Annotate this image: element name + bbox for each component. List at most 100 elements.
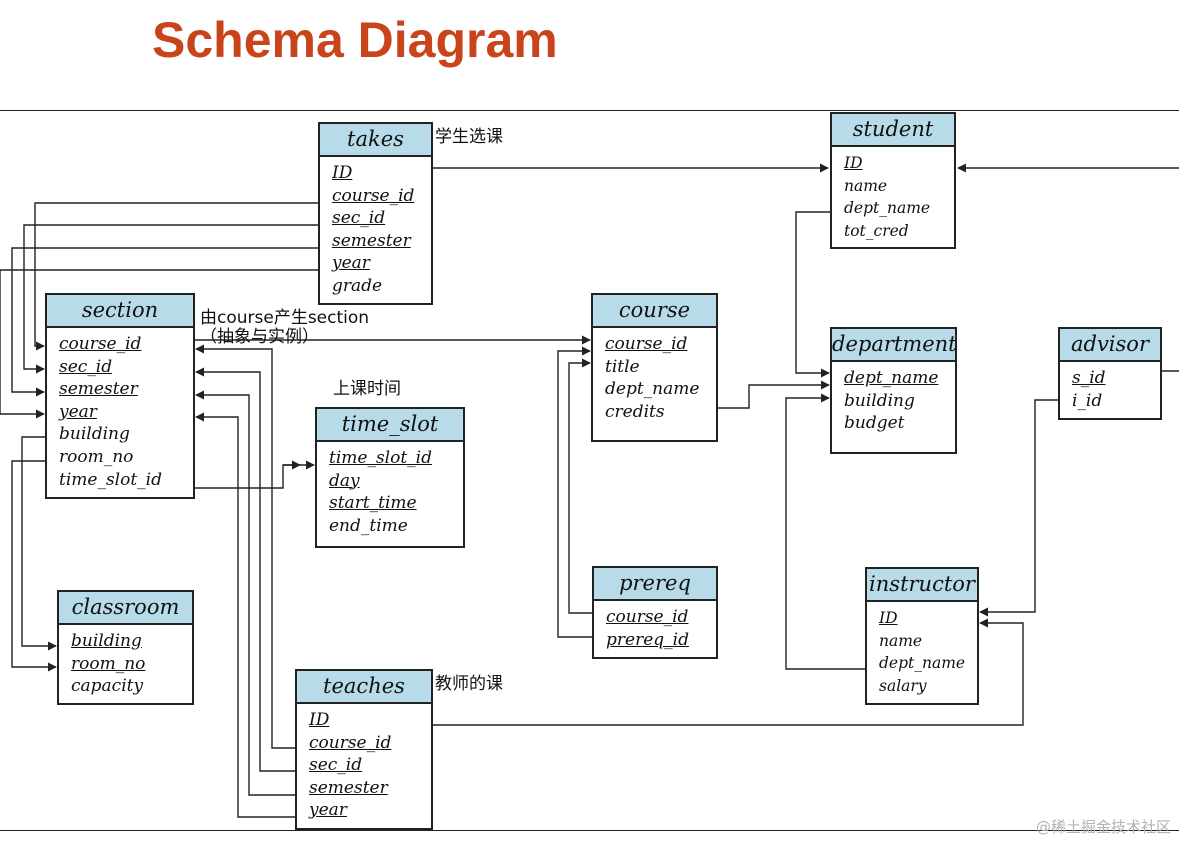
attribute-ID: ID: [332, 163, 353, 183]
table-teaches-header: teaches: [297, 671, 431, 704]
table-takes-header: takes: [320, 124, 431, 157]
fk-teaches-id-to-instructor: [432, 618, 1024, 726]
table-student-attrs: ID name dept_name tot_cred: [832, 147, 954, 242]
attribute-salary: salary: [879, 676, 927, 695]
attribute-course-id: course_id: [605, 334, 688, 354]
table-student-header: student: [832, 114, 954, 147]
attribute-course-id: course_id: [309, 732, 392, 753]
fk-takes-secid-to-section: [23, 224, 318, 374]
table-section-header: section: [47, 295, 193, 328]
attribute-start-time: start_time: [329, 493, 417, 514]
attribute-name: name: [844, 176, 888, 195]
attribute-capacity: capacity: [71, 676, 144, 697]
attribute-time-slot-id: time_slot_id: [59, 469, 162, 490]
table-student: student ID name dept_name tot_cred: [830, 112, 956, 249]
attribute-s-id: s_id: [1072, 368, 1106, 388]
attribute-semester: semester: [332, 230, 411, 251]
attribute-year: year: [59, 401, 97, 422]
fk-section-building-to-classroom: [21, 436, 57, 651]
attribute-building: building: [71, 631, 142, 651]
attribute-room-no: room_no: [71, 653, 146, 674]
fk-takes-semester-to-section: [11, 247, 318, 397]
attribute-course-id: course_id: [606, 607, 689, 627]
fk-prereq-prereqid-to-course: [557, 346, 593, 638]
table-advisor-header: advisor: [1060, 329, 1160, 362]
note-teaches: 教师的课: [435, 674, 503, 694]
table-instructor-header: instructor: [867, 569, 977, 602]
fk-takes-courseid-to-section: [34, 202, 318, 351]
attribute-sec-id: sec_id: [309, 755, 363, 776]
table-department-header: department: [832, 329, 957, 362]
attribute-year: year: [332, 253, 370, 274]
fk-instructor-deptname-to-department: [785, 393, 866, 670]
table-time-slot-header: time_slot: [317, 409, 463, 442]
note-section-line2: （抽象与实例）: [200, 327, 319, 347]
attribute-credits: credits: [605, 401, 665, 422]
attribute-dept-name: dept_name: [605, 379, 700, 400]
attribute-year: year: [309, 800, 347, 821]
attribute-day: day: [329, 470, 360, 491]
bottom-divider: [0, 830, 1179, 831]
fk-teaches-secid-to-section: [195, 367, 296, 772]
attribute-prereq-id: prereq_id: [606, 629, 689, 650]
attribute-time-slot-id: time_slot_id: [329, 448, 432, 468]
attribute-end-time: end_time: [329, 515, 408, 536]
table-prereq-header: prereq: [594, 568, 716, 601]
attribute-building: building: [59, 424, 130, 445]
attribute-semester: semester: [59, 379, 138, 400]
attribute-dept-name: dept_name: [844, 199, 931, 218]
attribute-sec-id: sec_id: [59, 356, 113, 377]
attribute-building: building: [844, 390, 915, 411]
attribute-name: name: [879, 631, 923, 650]
table-course-header: course: [593, 295, 716, 328]
attribute-ID: ID: [309, 710, 330, 730]
fk-advisor-iid-to-instructor: [979, 399, 1059, 617]
fk-section-to-timeslot: [194, 460, 315, 489]
fk-takes-year-to-section: [0, 269, 318, 419]
fk-teaches-semester-to-section: [195, 390, 296, 796]
attribute-ID: ID: [879, 609, 898, 627]
attribute-course-id: course_id: [332, 185, 415, 206]
fk-teaches-courseid-to-section: [195, 344, 296, 749]
attribute-semester: semester: [309, 777, 388, 798]
page-title: Schema Diagram: [152, 12, 558, 68]
attribute-sec-id: sec_id: [332, 208, 386, 229]
fk-course-deptname-to-department: [717, 380, 830, 409]
note-takes: 学生选课: [435, 127, 503, 147]
table-classroom-header: classroom: [59, 592, 192, 625]
note-section-line1: 由course产生section: [200, 308, 370, 328]
watermark: @稀土掘金技术社区: [1035, 818, 1171, 836]
fk-section-roomno-to-classroom: [11, 460, 57, 672]
attribute-i-id: i_id: [1072, 390, 1103, 411]
attribute-room-no: room_no: [59, 446, 134, 467]
attribute-dept-name: dept_name: [844, 368, 939, 388]
top-divider: [0, 110, 1179, 111]
fk-prereq-courseid-to-course: [568, 358, 593, 614]
attribute-budget: budget: [844, 413, 905, 434]
attribute-tot-cred: tot_cred: [844, 221, 909, 240]
attribute-title: title: [605, 356, 640, 377]
attribute-ID: ID: [844, 154, 863, 172]
fk-teaches-year-to-section: [195, 412, 296, 818]
attribute-dept-name: dept_name: [879, 654, 966, 673]
